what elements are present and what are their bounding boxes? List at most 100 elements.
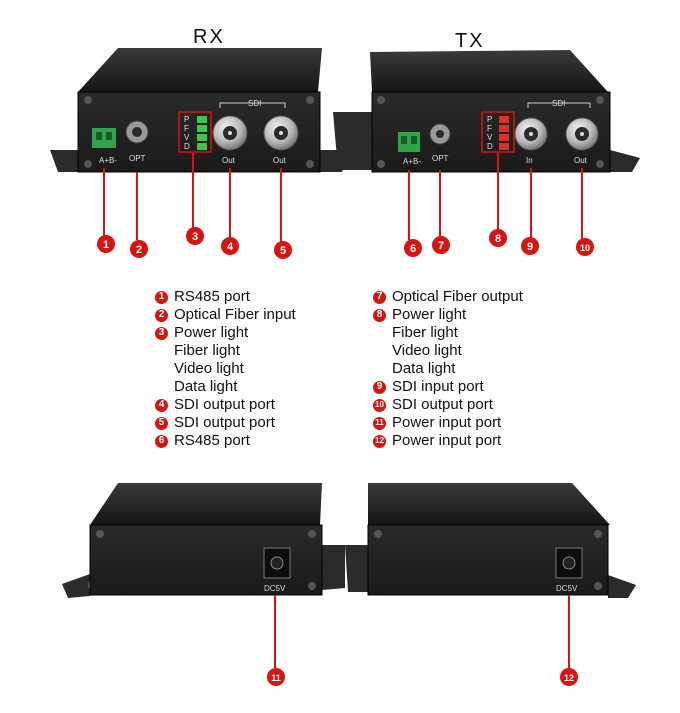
tx-top-surface: [370, 50, 608, 92]
legend-item: 3 Power light: [155, 324, 296, 342]
svg-text:6: 6: [410, 243, 416, 255]
legend-text: SDI output port: [392, 396, 493, 413]
legend-text: Data light: [174, 378, 238, 395]
rx-top-surface: [78, 48, 322, 92]
callout-badge-5: 5: [274, 241, 292, 259]
rx-led-f: F: [184, 124, 189, 133]
legend-text: SDI output port: [174, 396, 275, 413]
rx-bnc1-label: Out: [222, 156, 236, 165]
tx-bnc1-label: In: [526, 156, 533, 165]
rx-sdi-label: SDI: [248, 99, 261, 108]
legend-number: 5: [155, 416, 168, 430]
svg-text:7: 7: [438, 240, 444, 252]
svg-text:11: 11: [271, 673, 281, 683]
legend-number: 12: [373, 434, 386, 448]
tx-title: TX: [455, 30, 485, 52]
legend-text: SDI output port: [174, 414, 275, 431]
rx-rear-device: [62, 483, 345, 598]
legend-text: Video light: [392, 342, 462, 359]
legend-number: 1: [155, 290, 168, 304]
rx-dc-label: DC5V: [264, 584, 286, 593]
rx-led-p: P: [184, 115, 189, 124]
svg-text:10: 10: [580, 243, 590, 253]
legend-number: 2: [155, 308, 168, 322]
svg-text:3: 3: [192, 231, 198, 243]
tx-sdi-label: SDI: [552, 99, 565, 108]
legend-item: Data light: [155, 378, 296, 396]
legend-item: 2 Optical Fiber input: [155, 306, 296, 324]
legend-text: Data light: [392, 360, 456, 377]
legend-number: 8: [373, 308, 386, 322]
legend-text: Power input port: [392, 432, 502, 449]
legend-number: 9: [373, 380, 386, 394]
callout-badge-12: 12: [560, 668, 578, 686]
legend-number: 10: [373, 398, 386, 412]
callout-badge-6: 6: [404, 239, 422, 257]
legend-text: RS485 port: [174, 432, 250, 449]
legend-item: Data light: [373, 360, 523, 378]
tx-front-device: [333, 50, 640, 173]
rx-rs485-terminal: [92, 128, 116, 148]
svg-text:5: 5: [280, 245, 286, 257]
legend-text: Power input port: [392, 414, 502, 431]
legend-text: Optical Fiber input: [174, 306, 296, 323]
tx-opt-label: OPT: [432, 154, 449, 163]
tx-rear-device: [345, 483, 636, 598]
rx-bnc2-label: Out: [273, 156, 287, 165]
legend-number: 4: [155, 398, 168, 412]
tx-led-d: D: [487, 142, 493, 151]
svg-text:8: 8: [495, 233, 501, 245]
svg-text:9: 9: [527, 241, 533, 253]
legend-text: SDI input port: [392, 378, 484, 395]
tx-dc-label: DC5V: [556, 584, 578, 593]
tx-power-label: A+B-: [403, 157, 421, 166]
legend-item: 4 SDI output port: [155, 396, 296, 414]
legend-text: Fiber light: [174, 342, 240, 359]
rear-callout-lines: [274, 595, 570, 668]
rx-led-d: D: [184, 142, 190, 151]
legend-item: 12 Power input port: [373, 432, 523, 450]
callout-badge-10: 10: [576, 238, 594, 256]
callout-badge-3: 3: [186, 227, 204, 245]
rx-power-label: A+B-: [99, 156, 117, 165]
legend-text: Power light: [174, 324, 249, 341]
legend-text: Fiber light: [392, 324, 458, 341]
svg-text:4: 4: [227, 241, 234, 253]
legend-number: 7: [373, 290, 386, 304]
rx-title: RX: [193, 26, 225, 48]
legend-item: Fiber light: [155, 342, 296, 360]
callout-badge-7: 7: [432, 236, 450, 254]
legend-item: 1 RS485 port: [155, 288, 296, 306]
callout-badge-11: 11: [267, 668, 285, 686]
legend-item: Video light: [373, 342, 523, 360]
legend-number: 3: [155, 326, 168, 340]
legend-item: 9 SDI input port: [373, 378, 523, 396]
legend-item: Fiber light: [373, 324, 523, 342]
tx-bnc2-label: Out: [574, 156, 588, 165]
svg-text:12: 12: [564, 673, 574, 683]
front-callout-lines: [103, 152, 583, 242]
legend-item: Video light: [155, 360, 296, 378]
legend-text: Power light: [392, 306, 467, 323]
rx-led-v: V: [184, 133, 190, 142]
callout-badge-2: 2: [130, 240, 148, 258]
callout-badge-1: 1: [97, 235, 115, 253]
rx-opt-label: OPT: [129, 154, 146, 163]
tx-led-v: V: [487, 133, 493, 142]
legend-item: 11 Power input port: [373, 414, 523, 432]
callout-badge-4: 4: [221, 237, 239, 255]
tx-led-f: F: [487, 124, 492, 133]
svg-text:2: 2: [136, 244, 142, 256]
legend-item: 5 SDI output port: [155, 414, 296, 432]
callout-badge-9: 9: [521, 237, 539, 255]
legend-text: RS485 port: [174, 288, 250, 305]
rx-front-device: [50, 48, 350, 173]
legend-number: 11: [373, 416, 386, 430]
svg-text:1: 1: [103, 239, 109, 251]
legend-text: Video light: [174, 360, 244, 377]
tx-led-p: P: [487, 115, 492, 124]
